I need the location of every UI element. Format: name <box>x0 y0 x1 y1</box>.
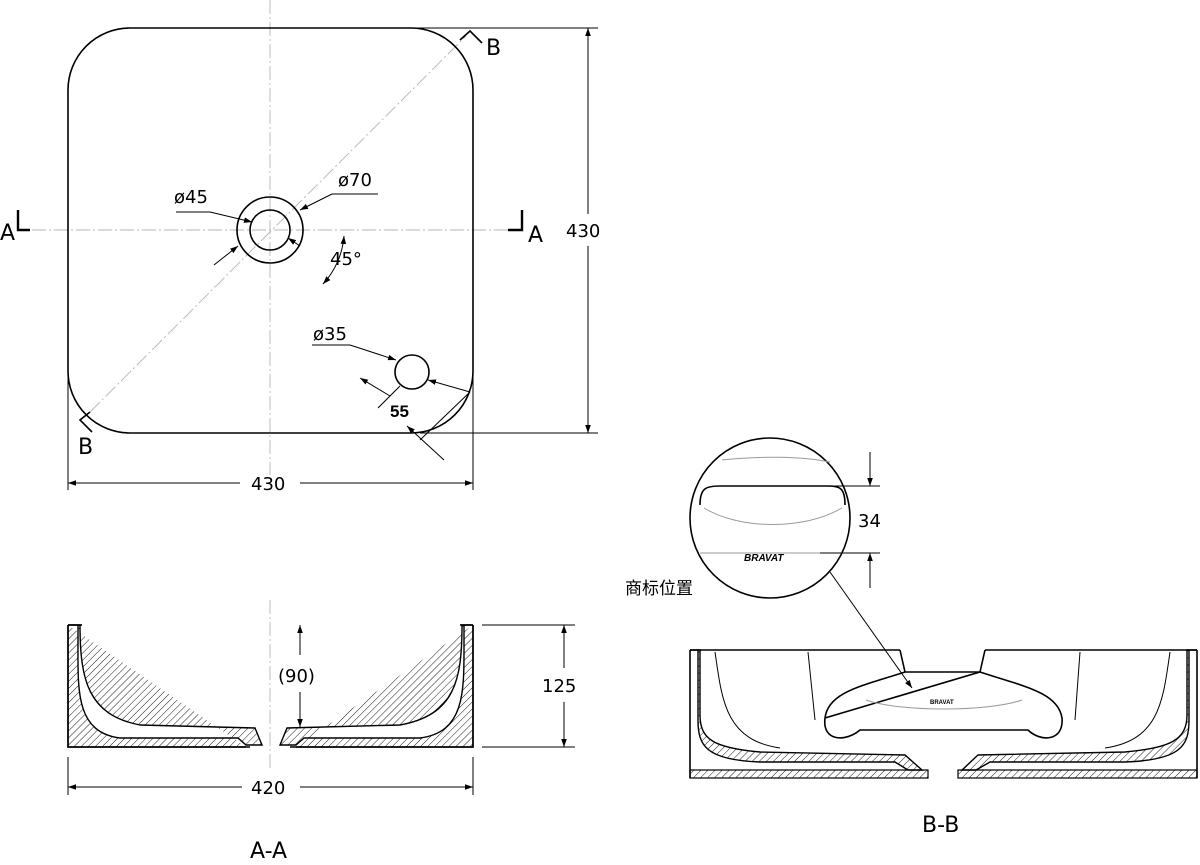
drain-outer-circle <box>236 196 304 264</box>
offset55-label: 55 <box>390 402 409 421</box>
bb-dome-body <box>824 671 1063 739</box>
aa-title: A-A <box>250 839 287 864</box>
section-a-left-label: A <box>0 221 15 246</box>
bb-bottom-hatch-right <box>957 769 1198 779</box>
diagonal-centerline <box>89 35 467 413</box>
offset55-line-b <box>419 391 471 441</box>
section-a-right-label: A <box>528 223 543 248</box>
section-a-left-mark <box>16 210 30 232</box>
angle-arc <box>322 235 347 285</box>
aa-outline <box>67 625 474 748</box>
bb-inner-right-curve <box>1104 651 1171 749</box>
offset55-arrow-b <box>406 425 445 461</box>
bb-title: B-B <box>922 813 959 838</box>
drain-inner-circle <box>249 209 291 251</box>
dia45-leader-arrow <box>209 211 253 223</box>
section-b-top-mark <box>459 29 483 44</box>
offset55-arrow-a <box>359 377 391 397</box>
dia45-label: ø45 <box>174 187 208 208</box>
aa-width-label: 420 <box>251 778 285 799</box>
section-b-bottom-mark <box>78 411 93 433</box>
bb-inner-left-curve <box>714 651 781 749</box>
section-b-bottom-label: B <box>78 435 93 460</box>
width-label: 430 <box>251 474 285 495</box>
bb-dome-inner <box>865 699 1023 710</box>
aa-depth-label: (90) <box>278 666 315 687</box>
dia70-leader-arrow <box>299 193 333 211</box>
bb-inner-vertical-right <box>1074 651 1081 721</box>
detail-rim <box>699 485 846 506</box>
dia35-leader-2 <box>427 379 471 393</box>
overflow-hole <box>394 354 430 390</box>
dia70-label: ø70 <box>338 170 372 191</box>
basin-outline <box>67 27 474 434</box>
section-a-right-mark <box>508 210 524 232</box>
section-aa-view: (90) 125 420 A-A <box>67 600 576 864</box>
top-view: ø45 ø70 45° ø35 55 A A B B <box>0 0 600 495</box>
logo-detail-view: BRAVAT 34 商标位置 <box>625 437 913 689</box>
offset55-line-a <box>377 385 401 409</box>
detail-top-curve <box>721 456 831 463</box>
angle-label: 45° <box>330 249 362 270</box>
height-label: 430 <box>566 221 600 242</box>
section-b-top-label: B <box>486 36 501 61</box>
bb-logo: BRAVAT <box>930 700 954 706</box>
bb-bottom-hatch-left <box>689 769 929 779</box>
bb-wall-right <box>960 649 1197 771</box>
logo-location-label: 商标位置 <box>625 579 693 599</box>
detail-circle <box>689 437 851 599</box>
aa-wall-left <box>67 624 264 748</box>
dia70-leader-2 <box>213 245 239 266</box>
detail-leader <box>829 571 913 689</box>
dia45-leader-2 <box>287 237 301 247</box>
bb-inner-vertical-left <box>807 651 816 721</box>
detail-height-label: 34 <box>858 511 881 532</box>
detail-inner-curve <box>703 507 843 525</box>
bb-wall-left <box>690 649 924 771</box>
bb-drain-dome <box>899 649 986 673</box>
section-bb-view: BRAVAT B-B <box>689 649 1198 838</box>
detail-logo: BRAVAT <box>744 553 784 564</box>
dia35-leader-arrow <box>349 344 397 361</box>
dia35-label: ø35 <box>313 324 347 345</box>
aa-height-label: 125 <box>542 676 576 697</box>
